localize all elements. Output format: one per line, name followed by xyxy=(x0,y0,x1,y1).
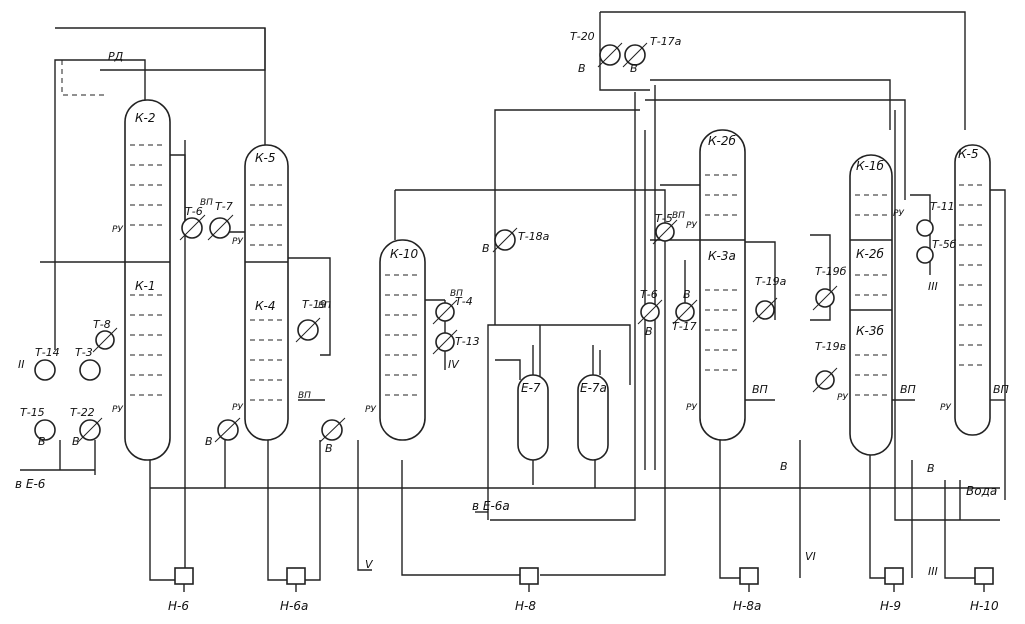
label-k3a: К-3а xyxy=(708,249,736,263)
label-to-e6: в Е-6 xyxy=(15,477,46,491)
label-v-t17a: В xyxy=(630,62,638,75)
label-t6b: Т-6 xyxy=(640,288,658,301)
label-n6: Н-6 xyxy=(168,599,189,613)
label-t15: Т-15 xyxy=(20,406,45,419)
column-k1b-k2b-k3b: К-1б К-2б К-3б xyxy=(849,154,893,456)
label-k5: К-5 xyxy=(255,151,275,165)
label-water: Вода xyxy=(966,484,997,498)
label-vp-t6: ВП xyxy=(200,198,213,208)
label-t13: Т-13 xyxy=(455,335,480,348)
label-ru-k1-top: РУ xyxy=(112,225,123,235)
misc-labels: РД РУ РУ РУ РУ РУ РУ РУ РУ РУ РУ ВП ВП В… xyxy=(15,50,1009,578)
label-vp-k3a: ВП xyxy=(752,383,768,396)
label-k2b: К-2б xyxy=(708,134,736,148)
column-k5-right: К-5 xyxy=(954,144,991,436)
label-stream-5: V xyxy=(365,558,374,571)
label-vp-t19: ВП xyxy=(318,301,331,311)
label-t7: Т-7 xyxy=(215,200,233,213)
label-ru-k2b: РУ xyxy=(686,221,697,231)
exchanger-labels: Т-14 Т-3 Т-8 Т-15 Т-22 Т-6 Т-7 Т-19 Т-4 … xyxy=(20,30,957,419)
label-ru-k1b: РУ xyxy=(893,209,904,219)
label-t5b: Т-5б xyxy=(932,238,957,251)
label-vp-k5-right: ВП xyxy=(993,383,1009,396)
label-k5-right: К-5 xyxy=(958,147,978,161)
label-t6: Т-6 xyxy=(185,205,203,218)
label-t19: Т-19 xyxy=(302,298,327,311)
label-ru-k5: РУ xyxy=(232,237,243,247)
drum-e7: Е-7 xyxy=(517,345,549,485)
label-pd: РД xyxy=(108,50,124,63)
label-k2b2: К-2б xyxy=(856,247,884,261)
label-t8: Т-8 xyxy=(93,318,111,331)
label-n8a: Н-8а xyxy=(733,599,761,613)
label-t4: Т-4 xyxy=(455,295,473,308)
pumps: Н-6 Н-6а Н-8 Н-8а Н-9 Н-10 xyxy=(168,567,999,613)
label-t17a: Т-17а xyxy=(650,35,682,48)
drum-e7a: Е-7а xyxy=(577,345,609,461)
label-stream-3: III xyxy=(928,280,938,293)
label-ru-k4: РУ xyxy=(232,403,243,413)
column-k1-k2: К-2 К-1 xyxy=(124,99,171,461)
label-t19b: Т-19б xyxy=(815,265,847,278)
label-stream-3-bottom: III xyxy=(928,565,938,578)
exchangers xyxy=(34,42,934,443)
label-vp-t5: ВП xyxy=(672,211,685,221)
label-ru-k5-right: РУ xyxy=(940,403,951,413)
label-k10: К-10 xyxy=(390,247,418,261)
label-t20: Т-20 xyxy=(570,30,595,43)
label-k1b: К-1б xyxy=(856,159,884,173)
label-k3b: К-3б xyxy=(856,324,884,338)
label-vp-k4: ВП xyxy=(298,391,311,401)
label-n10: Н-10 xyxy=(970,599,999,613)
label-t17: Т-17 xyxy=(672,320,697,333)
label-t14: Т-14 xyxy=(35,346,60,359)
label-k1: К-1 xyxy=(135,279,155,293)
piping xyxy=(20,11,1006,581)
label-v-k3b: В xyxy=(927,462,935,475)
label-ru-k3a: РУ xyxy=(686,403,697,413)
label-t22: Т-22 xyxy=(70,406,95,419)
column-k10: К-10 xyxy=(379,239,426,441)
label-t5: Т-5 xyxy=(655,212,673,225)
label-v-k4: В xyxy=(325,442,333,455)
label-t19v: Т-19в xyxy=(815,340,846,353)
column-k5-k4: К-5 К-4 xyxy=(244,144,289,441)
label-e7a: Е-7а xyxy=(580,381,607,395)
label-v-k3a: В xyxy=(780,460,788,473)
label-v-t22: В xyxy=(72,435,80,448)
label-ru-k3b: РУ xyxy=(837,393,848,403)
label-n8: Н-8 xyxy=(515,599,536,613)
label-stream-6: VI xyxy=(805,550,816,563)
label-vp-t4: ВП xyxy=(450,289,463,299)
label-v-t15: В xyxy=(38,435,46,448)
label-v-t18a: В xyxy=(482,242,490,255)
label-vp-k3b: ВП xyxy=(900,383,916,396)
label-e7: Е-7 xyxy=(521,381,541,395)
label-t19a: Т-19а xyxy=(755,275,787,288)
label-to-e6a: в Е-6а xyxy=(472,499,510,513)
label-ru-k10: РУ xyxy=(365,405,376,415)
label-stream-4: IV xyxy=(448,358,460,371)
label-v-t17: В xyxy=(683,288,691,301)
label-v-t20: В xyxy=(578,62,586,75)
label-k2: К-2 xyxy=(135,111,155,125)
label-ru-k1-bottom: РУ xyxy=(112,405,123,415)
label-n6a: Н-6а xyxy=(280,599,308,613)
label-t3: Т-3 xyxy=(75,346,93,359)
label-v-t6b: В xyxy=(645,325,653,338)
label-stream-2: II xyxy=(18,358,25,371)
label-v-t6a: В xyxy=(205,435,213,448)
label-k4: К-4 xyxy=(255,299,275,313)
label-t11: Т-11 xyxy=(930,200,955,213)
label-t18a: Т-18а xyxy=(518,230,550,243)
column-k2b-k3a: К-2б К-3а xyxy=(699,129,746,441)
label-n9: Н-9 xyxy=(880,599,901,613)
